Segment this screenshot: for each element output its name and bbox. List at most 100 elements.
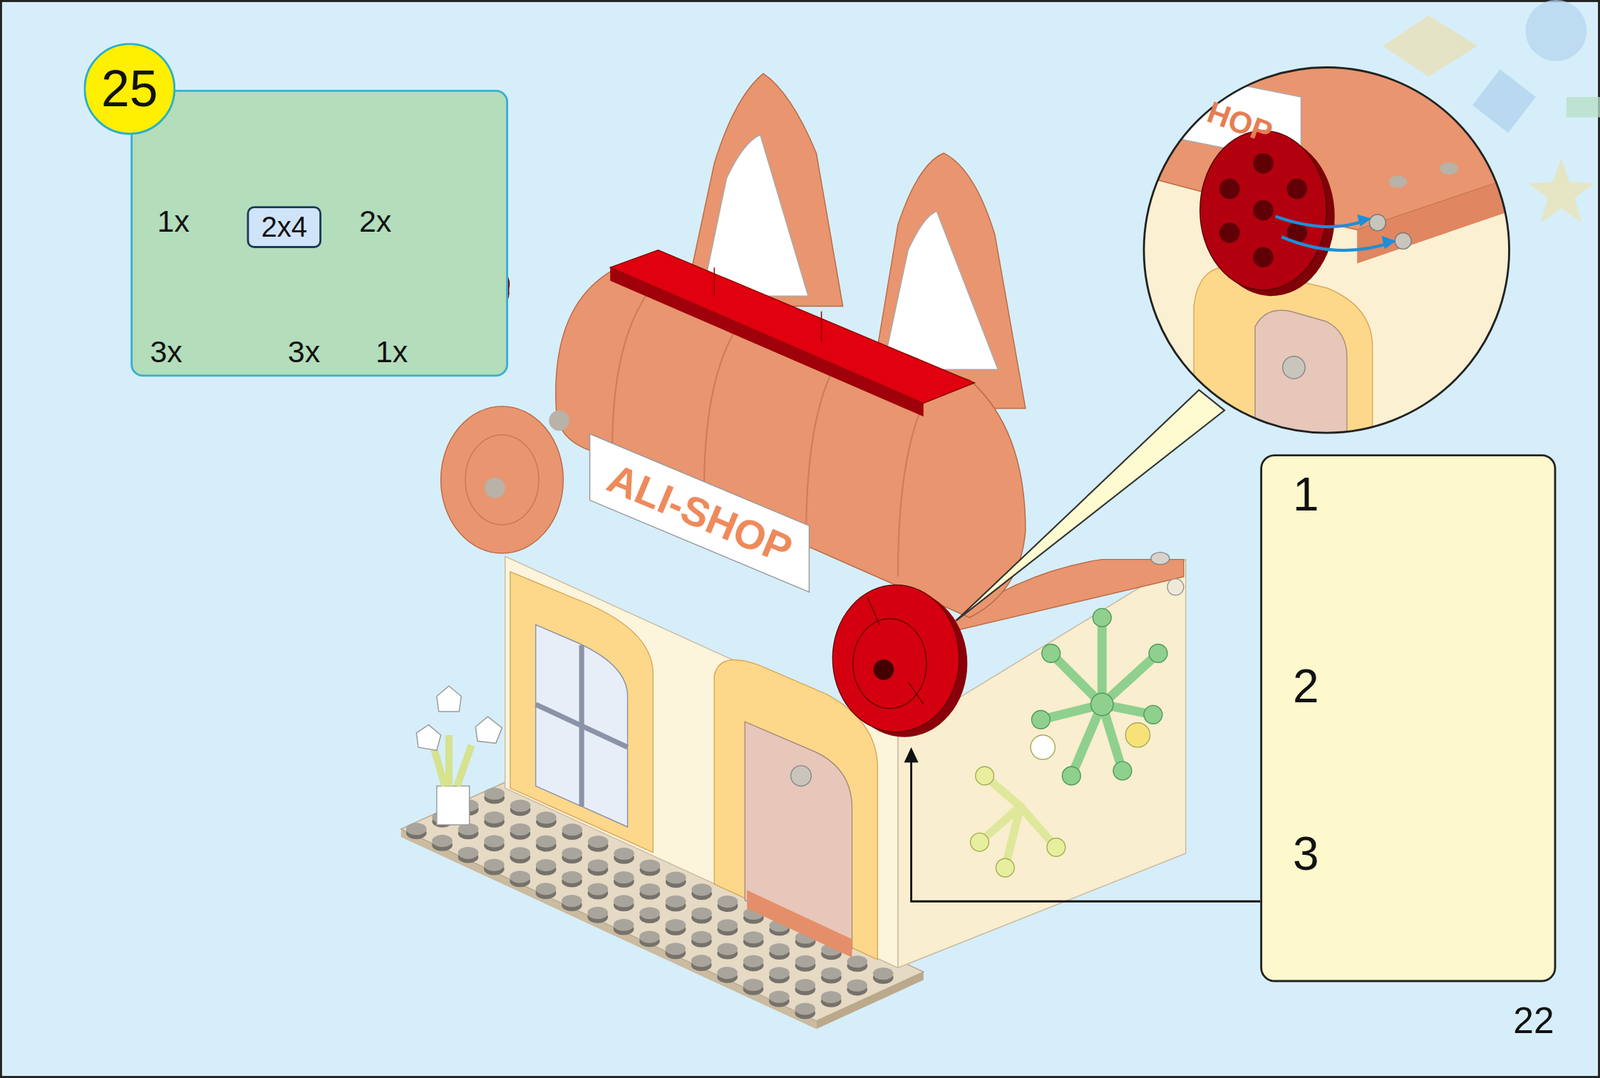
red-round-assembly <box>832 584 960 732</box>
substep-number: 3 <box>1292 829 1320 877</box>
stud <box>821 967 842 980</box>
leader-line <box>911 760 1261 902</box>
quantity: 1x <box>156 205 189 237</box>
wall-decoration <box>970 722 1151 877</box>
roof <box>610 267 924 417</box>
substep-number: 1 <box>1292 470 1320 518</box>
stud <box>665 942 687 955</box>
stud <box>561 870 583 884</box>
roof <box>590 434 810 593</box>
zoom-callout <box>1356 214 1372 227</box>
zoom-callout <box>1252 247 1274 268</box>
roof <box>702 134 809 296</box>
flower-pot <box>416 724 441 751</box>
stud <box>587 858 609 871</box>
stud <box>561 823 583 836</box>
zoom-callout <box>1200 130 1328 290</box>
stud <box>743 978 765 991</box>
wall-decoration <box>975 766 995 785</box>
stud <box>768 966 790 979</box>
stud <box>716 966 738 979</box>
stud <box>847 955 869 968</box>
stud <box>483 787 505 800</box>
roof <box>882 210 998 370</box>
zoom-callout <box>1286 178 1308 200</box>
leader-line <box>904 746 919 762</box>
flower-pot <box>436 786 470 825</box>
zoom-callout <box>1252 200 1274 221</box>
stud <box>509 846 531 859</box>
wall-decoration <box>995 858 1015 877</box>
stud <box>821 990 842 1003</box>
stud <box>406 822 427 835</box>
corner-decoration <box>1528 158 1595 223</box>
stud <box>483 834 505 847</box>
house-walls <box>746 890 852 958</box>
stud <box>561 846 583 859</box>
zoom-callout <box>1281 236 1390 251</box>
house-walls <box>535 704 628 747</box>
house-walls <box>510 571 653 853</box>
stud <box>691 954 712 967</box>
zoom-callout <box>1275 216 1366 227</box>
wall-decoration <box>1031 607 1168 785</box>
size-text: 2x4 <box>260 213 308 242</box>
stud <box>743 954 765 967</box>
zoom-callout <box>1132 56 1531 449</box>
red-round-assembly <box>873 659 895 680</box>
stud <box>535 882 557 895</box>
page-number: 22 <box>1513 1002 1554 1040</box>
zoom-callout <box>1389 175 1408 188</box>
quantity: 3x <box>149 337 182 368</box>
stud <box>691 883 712 896</box>
step-number: 25 <box>83 42 176 135</box>
stud <box>665 895 687 908</box>
step-circle <box>84 44 175 134</box>
zoom-callout <box>1252 153 1274 174</box>
stud <box>873 967 894 980</box>
stud <box>665 870 687 884</box>
zoom-callout <box>1143 67 1510 434</box>
stud <box>743 930 765 943</box>
wall-decoration <box>970 832 990 851</box>
stud <box>768 942 790 956</box>
stud <box>613 918 635 931</box>
stud <box>561 894 583 907</box>
quantity: 1x <box>375 337 408 368</box>
corner-decoration <box>1566 96 1600 118</box>
stud <box>639 906 660 919</box>
stud <box>483 858 505 871</box>
wall-decoration <box>1097 617 1107 705</box>
stud <box>768 990 790 1003</box>
roof <box>484 477 506 499</box>
wall-decoration <box>1040 617 1159 776</box>
stud <box>640 859 661 872</box>
stud <box>535 835 557 848</box>
quantity: 2x <box>359 205 392 237</box>
zoom-callout <box>1394 232 1412 249</box>
wall-decoration <box>1041 643 1061 663</box>
stud <box>639 930 660 943</box>
zoom-callout <box>1255 310 1347 449</box>
stud <box>431 834 453 847</box>
zoom-callout <box>1219 153 1308 268</box>
leader-line <box>904 746 1261 901</box>
step-number-text: 25 <box>101 63 159 115</box>
red-round-assembly <box>832 584 968 737</box>
roof <box>441 406 564 554</box>
size-callout: 2x4 <box>246 205 322 249</box>
stud <box>691 930 712 943</box>
wall-decoration <box>1030 734 1055 760</box>
zoom-callout <box>1381 235 1397 250</box>
roof <box>1151 552 1170 565</box>
stud <box>613 894 635 907</box>
zoom-callout <box>1219 222 1241 244</box>
stud <box>795 955 817 968</box>
stud <box>665 918 687 931</box>
wall-decoration <box>1091 692 1114 716</box>
stud <box>509 870 531 883</box>
zoom-callout <box>1369 214 1386 231</box>
stud <box>716 942 738 956</box>
wall-decoration <box>979 775 1056 868</box>
